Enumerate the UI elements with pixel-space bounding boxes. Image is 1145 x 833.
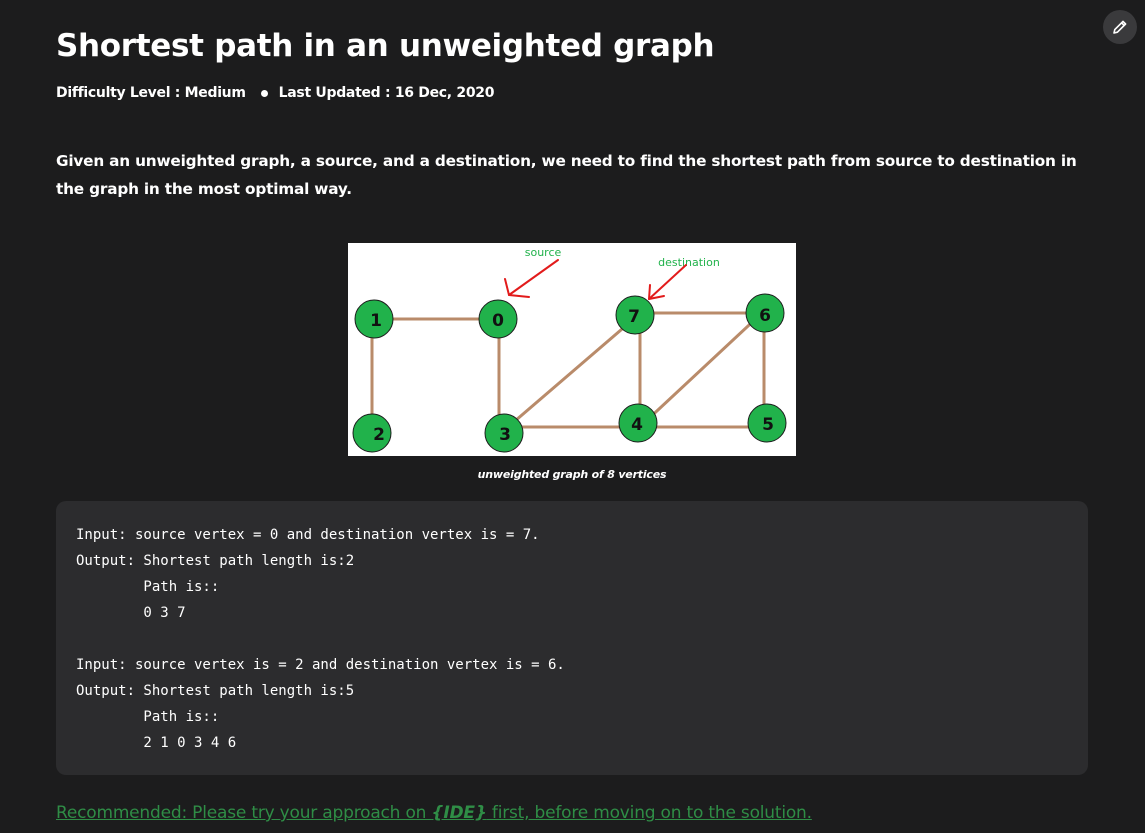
graph-node-7 (615, 295, 655, 335)
source-arrow (508, 259, 559, 296)
destination-arrow (648, 264, 687, 300)
intro-paragraph: Given an unweighted graph, a source, and… (56, 152, 1077, 198)
graph-diagram: source destination 1 0 7 6 2 3 4 5 (352, 246, 787, 453)
node-label-1: 1 (370, 311, 382, 331)
recommend-prefix: Recommended: Please try your approach on (56, 803, 432, 823)
article-meta: Difficulty Level : Medium Last Updated :… (56, 85, 494, 101)
graph-node-3 (484, 413, 524, 453)
graph-node-0 (478, 299, 518, 339)
edit-button[interactable] (1103, 10, 1137, 44)
recommended-ide-link[interactable]: Recommended: Please try your approach on… (56, 803, 812, 823)
pencil-icon (1113, 20, 1127, 34)
recommend-suffix: first, before moving on to the solution. (486, 803, 812, 823)
code-line: Input: source vertex is = 2 and destinat… (76, 657, 565, 673)
node-label-4: 4 (631, 415, 643, 435)
ide-link-text: {IDE} (431, 803, 487, 823)
code-line: Output: Shortest path length is:2 (76, 553, 355, 569)
graph-node-4 (618, 403, 658, 443)
node-label-5: 5 (762, 415, 774, 435)
graph-node-1 (354, 299, 394, 339)
article-title: Shortest path in an unweighted graph (56, 28, 715, 64)
graph-node-2 (352, 413, 392, 453)
edge-3-7 (506, 315, 638, 429)
graph-node-6 (745, 293, 785, 333)
node-label-2: 2 (373, 425, 385, 445)
node-label-0: 0 (492, 311, 504, 331)
source-arrowhead (504, 278, 530, 298)
code-line: 2 1 0 3 4 6 (76, 735, 237, 751)
last-updated: Last Updated : 16 Dec, 2020 (278, 85, 495, 101)
graph-node-5 (747, 403, 787, 443)
edge-4-6 (642, 311, 764, 425)
separator-dot-icon (260, 89, 268, 97)
difficulty-level: Difficulty Level : Medium (56, 85, 246, 101)
code-line: Output: Shortest path length is:5 (76, 683, 355, 699)
example-code-block: Input: source vertex = 0 and destination… (56, 501, 1088, 775)
destination-label: destination (658, 256, 720, 269)
figure-caption: unweighted graph of 8 vertices (477, 468, 667, 481)
code-line: Input: source vertex = 0 and destination… (76, 527, 540, 543)
code-line: Path is:: (76, 579, 220, 595)
source-label: source (525, 246, 562, 259)
code-line: Path is:: (76, 709, 220, 725)
code-line: 0 3 7 (76, 605, 186, 621)
destination-arrowhead (648, 284, 665, 300)
node-label-7: 7 (628, 307, 640, 327)
node-label-3: 3 (499, 425, 511, 445)
example-code-text: Input: source vertex = 0 and destination… (56, 501, 1088, 756)
node-label-6: 6 (759, 306, 771, 326)
graph-figure: source destination 1 0 7 6 2 3 4 5 (348, 243, 796, 456)
